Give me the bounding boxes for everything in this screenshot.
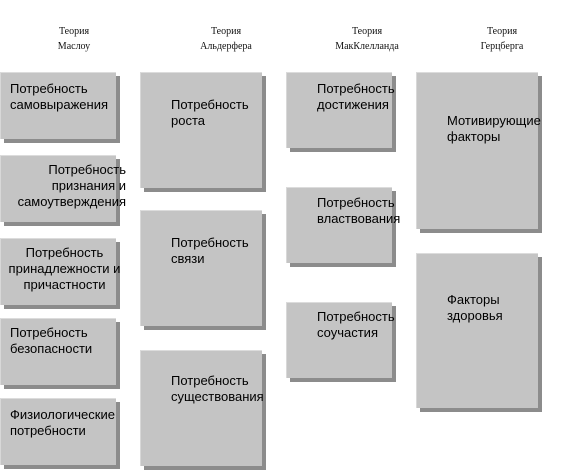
alderfer-relatedness-box: Потребность связи — [140, 210, 262, 326]
maslow-physiological-box: Физиологические потребности — [0, 398, 116, 465]
mcclelland-power-box: Потребность властвования — [286, 187, 400, 263]
herzberg-motivators-box: Мотивирующие факторы — [416, 72, 541, 229]
header-maslow: Теория Маслоу — [57, 26, 91, 52]
maslow-self-actualization-box: Потребность самовыражения — [0, 72, 116, 139]
box-label: Потребность признания и самоутверждения — [17, 162, 126, 209]
maslow-safety-box: Потребность безопасности — [0, 318, 116, 385]
box-label: Факторы здоровья — [447, 292, 503, 323]
maslow-esteem-box: Потребность признания и самоутверждения — [0, 155, 126, 222]
alderfer-growth-box: Потребность роста — [140, 72, 262, 188]
maslow-belonging-box: Потребность принадлежности и причастност… — [0, 238, 120, 305]
box-label: Потребность соучастия — [317, 309, 395, 340]
box-label: Потребность безопасности — [10, 325, 93, 356]
box-label: Мотивирующие факторы — [447, 113, 541, 144]
box-label: Физиологические потребности — [10, 407, 115, 438]
header-herzberg: Теория Герцберга — [480, 26, 524, 52]
header-alderfer: Теория Альдерфера — [200, 26, 252, 52]
box-label: Потребность существования — [171, 373, 264, 404]
box-label: Потребность связи — [171, 235, 249, 266]
mcclelland-affiliation-box: Потребность соучастия — [286, 302, 395, 378]
box-label: Потребность властвования — [317, 195, 401, 226]
box-label: Потребность роста — [171, 97, 249, 128]
box-label: Потребность достижения — [317, 81, 395, 112]
header-mcclelland: Теория МакКлелланда — [335, 26, 399, 52]
box-label: Потребность принадлежности и причастност… — [8, 245, 121, 292]
alderfer-existence-box: Потребность существования — [140, 350, 264, 466]
mcclelland-achievement-box: Потребность достижения — [286, 72, 395, 148]
herzberg-hygiene-box: Факторы здоровья — [416, 253, 538, 408]
box-label: Потребность самовыражения — [10, 81, 109, 112]
